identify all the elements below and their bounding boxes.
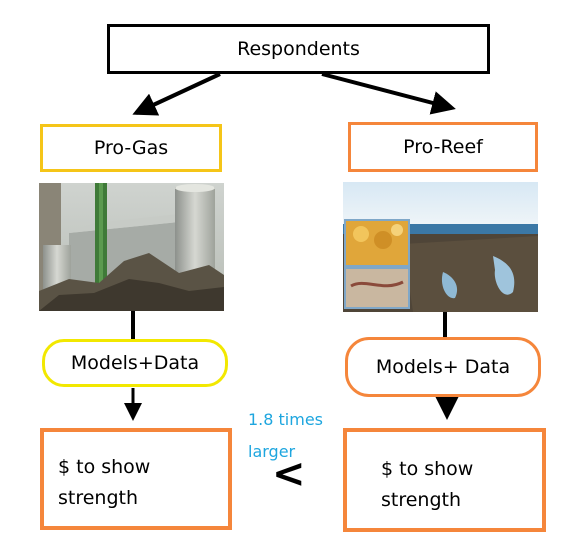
respondents-label: Respondents [237, 38, 360, 60]
models-data-left-label: Models+Data [70, 352, 200, 374]
arrow-to-pro-gas [132, 72, 221, 116]
pro-reef-label: Pro-Reef [403, 136, 483, 158]
coastal-reef-photo [343, 182, 538, 312]
comparison-line2: larger [248, 442, 296, 461]
respondents-box: Respondents [107, 24, 490, 74]
industrial-plant-photo [39, 183, 224, 311]
strength-right-line2: strength [381, 489, 462, 511]
pro-reef-box: Pro-Reef [348, 122, 538, 172]
strength-left-box: $ to show strength [40, 428, 232, 530]
comparison-annotation: 1.8 times larger [248, 404, 338, 468]
strength-left-line1: $ to show [58, 456, 151, 478]
arrow-to-pro-reef [321, 72, 456, 115]
pro-gas-label: Pro-Gas [93, 137, 169, 159]
strength-left-line2: strength [58, 487, 139, 509]
less-than-symbol: < [272, 451, 306, 497]
strength-right-line1: $ to show [381, 458, 474, 480]
models-data-right-box: Models+ Data [345, 337, 541, 397]
pro-gas-box: Pro-Gas [40, 124, 222, 172]
strength-right-box: $ to show strength [343, 428, 546, 532]
models-data-right-label: Models+ Data [375, 356, 511, 378]
comparison-line1: 1.8 times [248, 410, 324, 429]
models-data-left-box: Models+Data [42, 339, 228, 387]
